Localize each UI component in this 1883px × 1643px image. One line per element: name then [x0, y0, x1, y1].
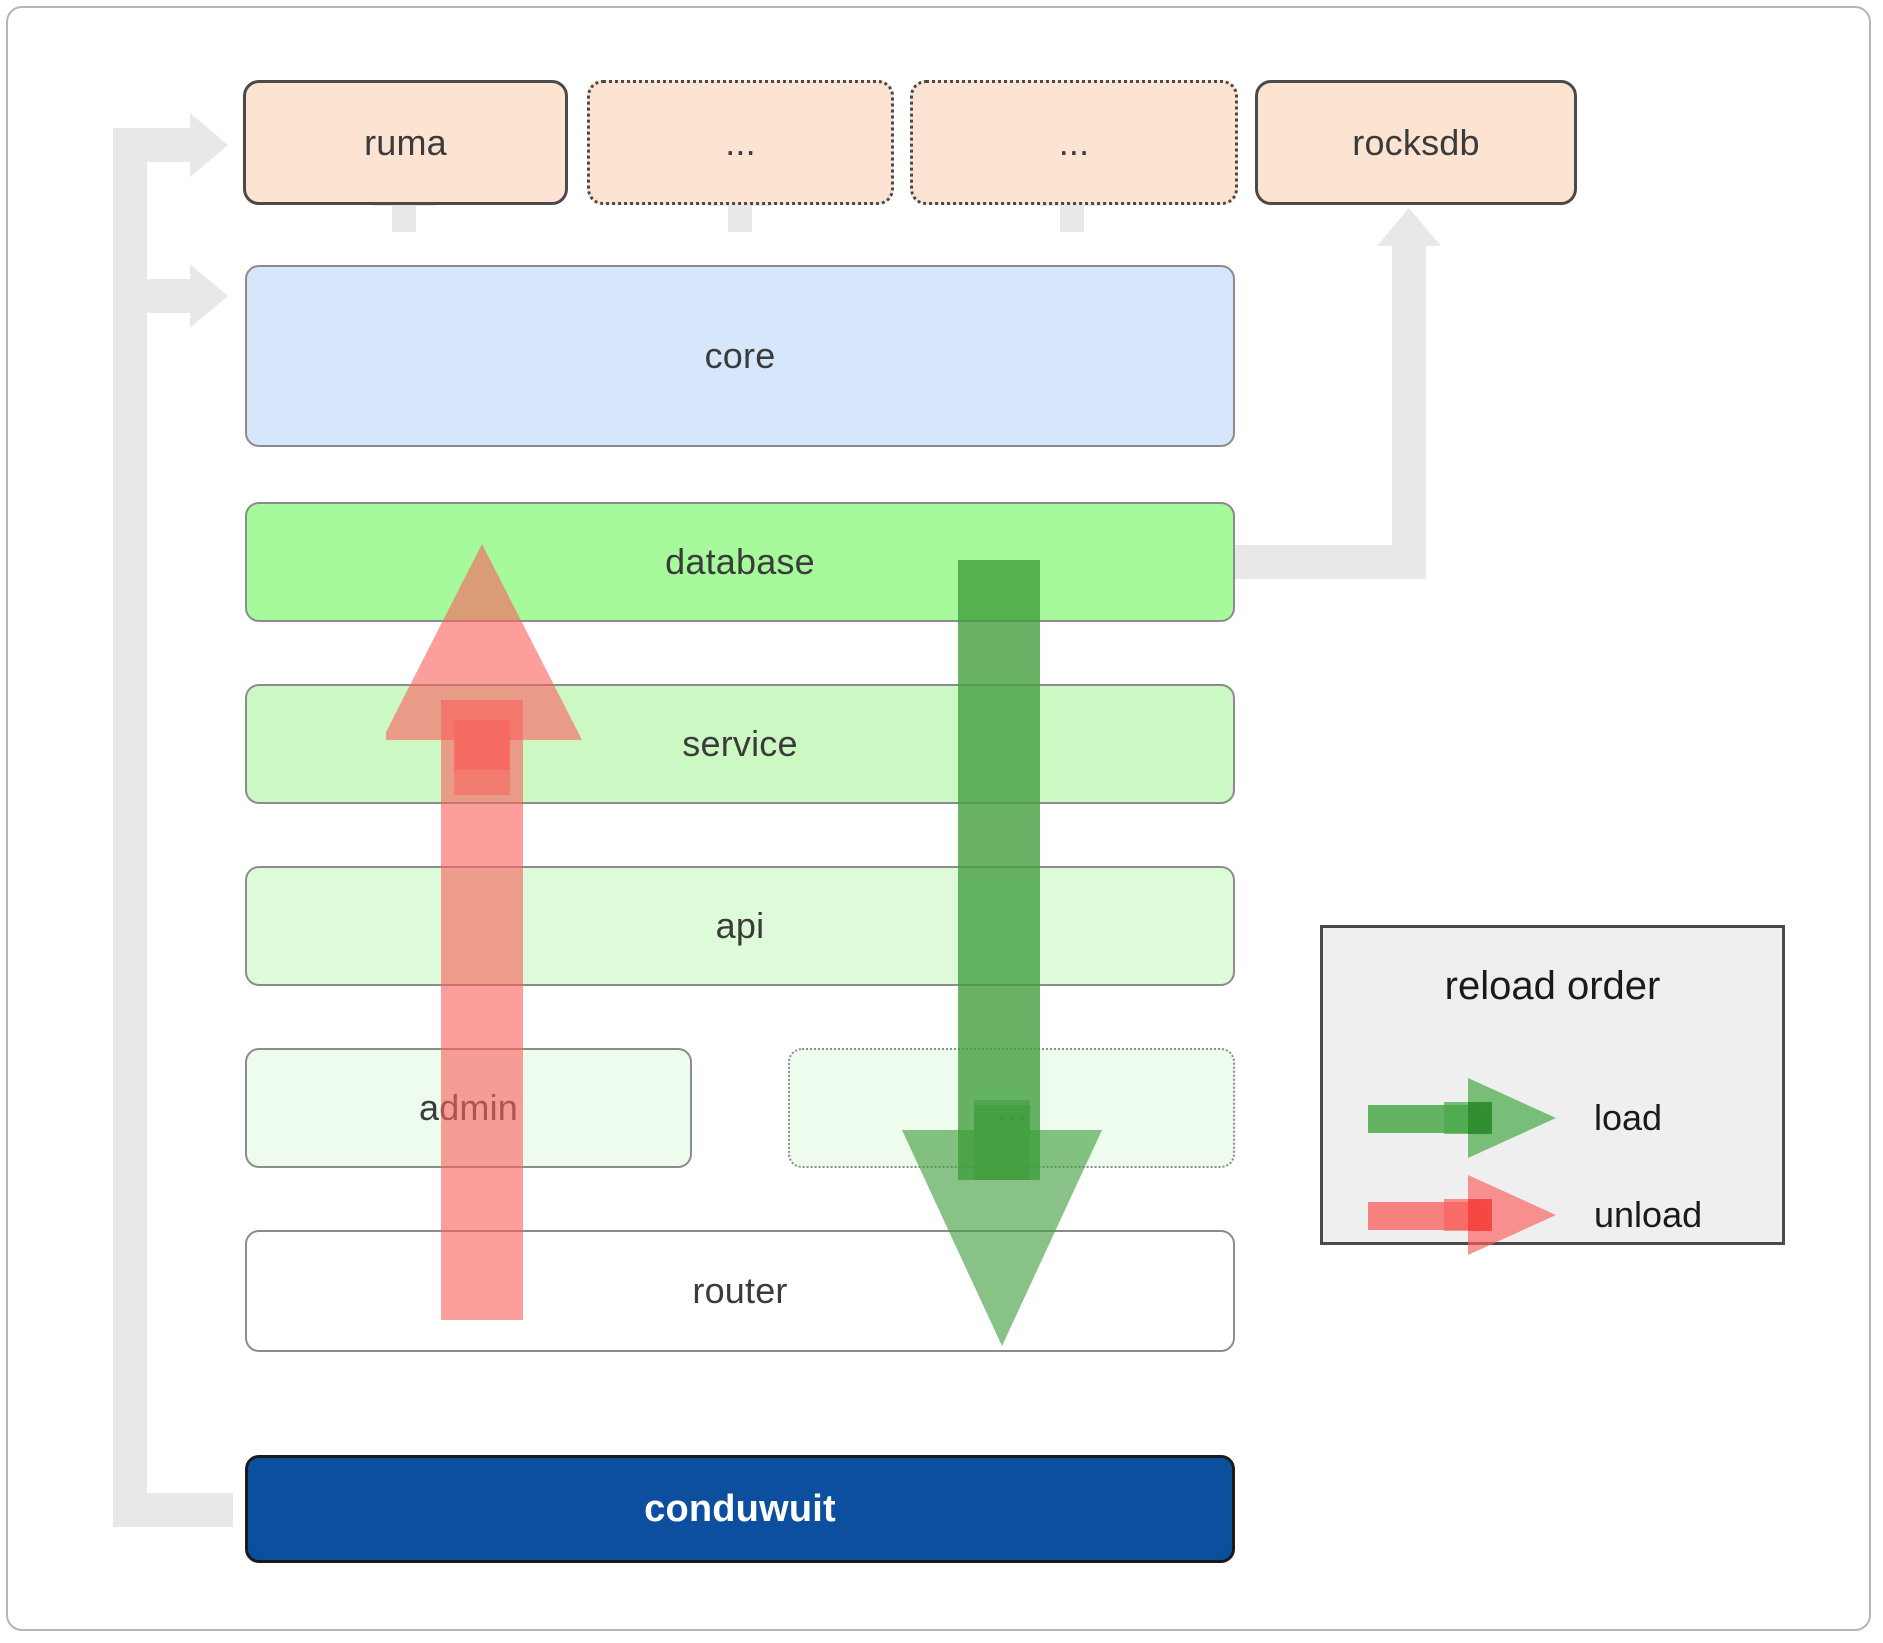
legend-panel: reload order load unload — [1320, 925, 1785, 1255]
unload-flow-arrow — [386, 540, 586, 1320]
dependency-box-dots-2[interactable]: ... — [910, 80, 1238, 205]
dependency-label-dots-1: ... — [725, 121, 756, 163]
connector-left-rail — [113, 128, 147, 1510]
dependency-box-ruma[interactable]: ruma — [243, 80, 568, 205]
layer-label-database: database — [665, 541, 815, 582]
connector-database-to-rocksdb-arrowhead — [1377, 208, 1441, 246]
legend-load-arrow-icon — [1368, 1078, 1556, 1158]
layer-box-database[interactable]: database — [245, 502, 1235, 622]
connector-to-ruma-arrowhead — [190, 113, 228, 177]
dependency-box-rocksdb[interactable]: rocksdb — [1255, 80, 1577, 205]
connector-database-to-rocksdb-vertical — [1392, 245, 1426, 579]
dependency-label-ruma: ruma — [364, 121, 447, 163]
dependency-label-rocksdb: rocksdb — [1352, 121, 1480, 163]
layer-box-service[interactable]: service — [245, 684, 1235, 804]
legend-title: reload order — [1444, 964, 1661, 1008]
layer-label-api: api — [715, 905, 765, 946]
legend-row-unload: unload — [1368, 1175, 1702, 1255]
connector-database-to-rocksdb-horizontal — [1230, 545, 1410, 579]
legend-unload-arrow-icon — [1368, 1175, 1556, 1255]
layer-label-service: service — [682, 723, 798, 764]
connector-from-conduwuit — [113, 1493, 233, 1527]
layer-label-router: router — [692, 1270, 788, 1311]
dependency-box-dots-1[interactable]: ... — [587, 80, 894, 205]
connector-to-core-arrowhead — [190, 264, 228, 328]
connector-to-ruma — [113, 128, 205, 162]
dependency-label-dots-2: ... — [1058, 121, 1090, 163]
layer-box-api[interactable]: api — [245, 866, 1235, 986]
layer-box-core[interactable]: core — [245, 265, 1235, 447]
load-flow-arrow — [890, 560, 1110, 1350]
main-binary-box-conduwuit[interactable]: conduwuit — [245, 1455, 1235, 1563]
main-binary-label-conduwuit: conduwuit — [644, 1487, 836, 1530]
layer-label-core: core — [704, 335, 776, 376]
legend-row-load: load — [1368, 1078, 1662, 1158]
connector-to-core — [113, 279, 205, 313]
legend-label-unload: unload — [1594, 1194, 1703, 1235]
legend-label-load: load — [1594, 1097, 1663, 1138]
